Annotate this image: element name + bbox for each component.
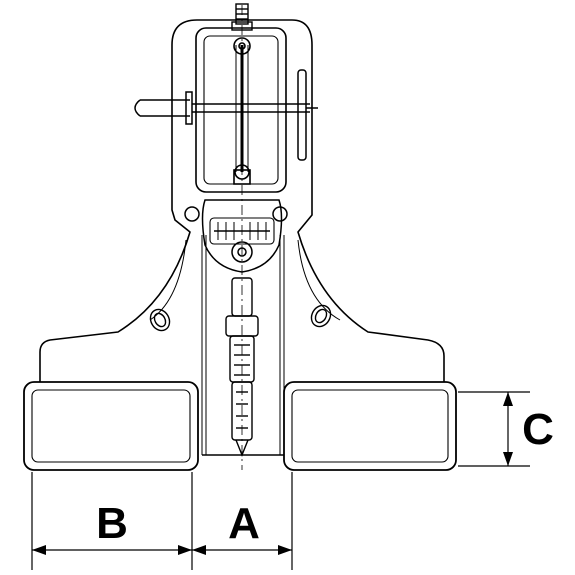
clamp-head bbox=[184, 199, 288, 273]
dimension-label-a: A bbox=[228, 499, 260, 548]
dimension-lines bbox=[31, 391, 530, 570]
top-bolt bbox=[231, 3, 253, 31]
main-body bbox=[39, 19, 445, 382]
dimension-arrows bbox=[32, 392, 513, 555]
side-holes bbox=[149, 304, 332, 332]
center-screw bbox=[225, 277, 259, 457]
dimension-label-b: B bbox=[96, 499, 128, 548]
left-foot-pad bbox=[23, 381, 199, 471]
dimension-label-c: C bbox=[522, 405, 554, 454]
upper-frame bbox=[195, 27, 287, 193]
handle-pin bbox=[134, 69, 318, 161]
right-foot-pad bbox=[283, 381, 457, 471]
